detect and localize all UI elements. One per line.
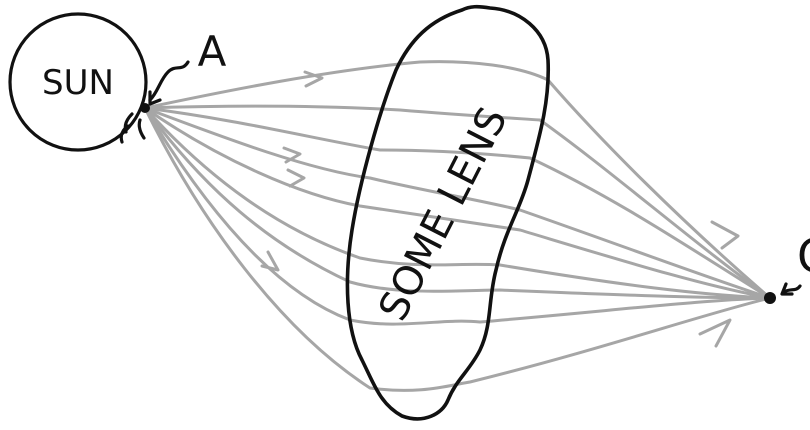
point-a-label: A [198,27,227,76]
lens-label: SOME LENS [370,100,516,328]
sun-emission-marks [121,114,144,142]
point-c: C [764,229,810,304]
arrowhead-2 [284,148,300,162]
point-c-dot [764,292,776,304]
point-a-pointer [150,62,188,100]
arrowhead-5 [712,222,738,248]
arrowhead-6 [700,320,730,346]
point-c-label: C [797,229,810,283]
arrowhead-3 [288,170,304,186]
arrowhead-4 [262,252,278,270]
point-a: A [121,27,226,142]
sun-label: SUN [42,63,114,103]
